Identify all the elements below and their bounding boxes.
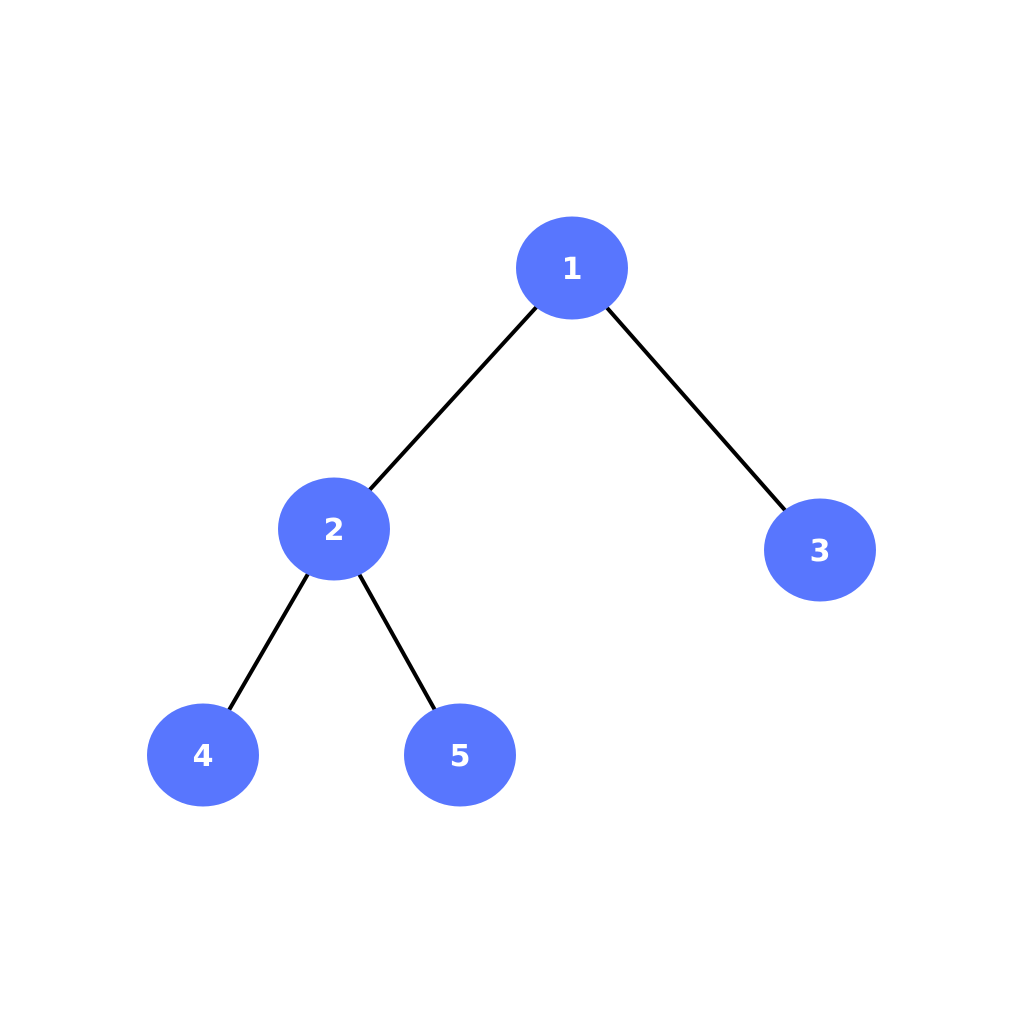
nodes: 1 2 3 4 5	[147, 216, 876, 807]
node-label: 4	[193, 739, 214, 774]
tree-node-1: 1	[516, 216, 628, 320]
node-label: 3	[810, 534, 831, 569]
edge-1-2	[332, 266, 574, 531]
tree-node-5: 5	[404, 703, 516, 807]
node-label: 5	[450, 739, 471, 774]
node-label: 1	[562, 252, 583, 287]
tree-node-2: 2	[278, 477, 390, 581]
tree-node-3: 3	[764, 498, 876, 602]
edge-1-3	[570, 266, 822, 552]
tree-node-4: 4	[147, 703, 259, 807]
node-label: 2	[324, 513, 345, 548]
